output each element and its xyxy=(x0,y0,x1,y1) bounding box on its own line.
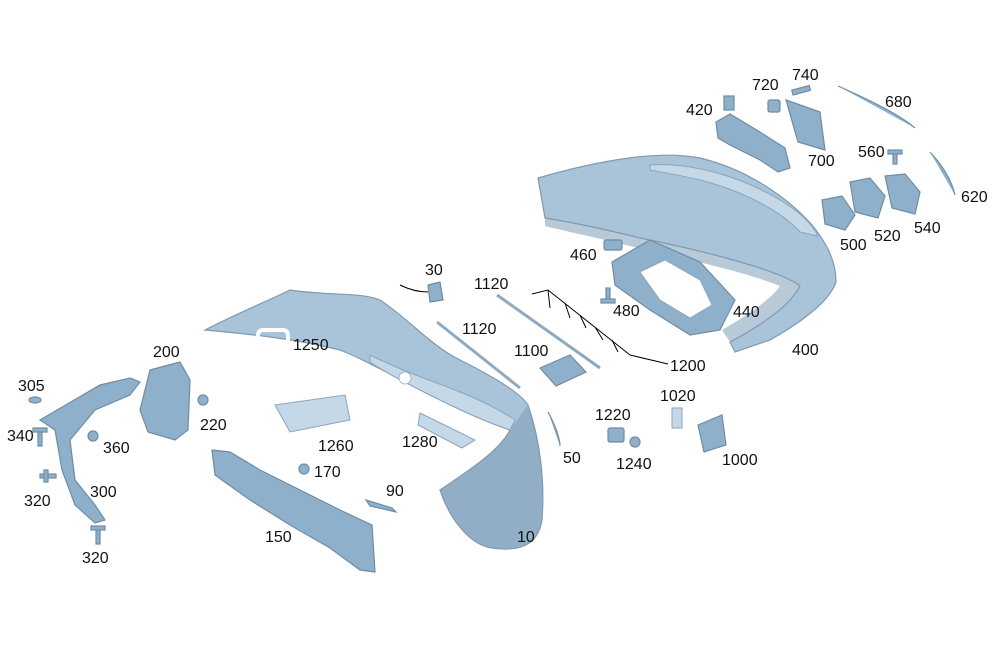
part-1120-wire-a xyxy=(496,293,601,370)
part-150-impact-absorber xyxy=(211,449,376,573)
callout-50: 50 xyxy=(563,450,581,467)
part-700-grille xyxy=(785,99,826,151)
callout-305: 305 xyxy=(18,378,45,395)
callout-560: 560 xyxy=(858,144,885,161)
callout-360: 360 xyxy=(103,440,130,457)
callout-1250: 1250 xyxy=(293,337,329,354)
part-480-stud xyxy=(600,287,616,304)
part-220-nut xyxy=(197,394,209,406)
callout-10: 10 xyxy=(517,529,535,546)
callout-740: 740 xyxy=(792,67,819,84)
callout-320-a: 320 xyxy=(24,493,51,510)
part-1000-bracket xyxy=(697,414,727,453)
callout-340: 340 xyxy=(7,428,34,445)
part-420-bracket xyxy=(715,95,791,173)
callout-720: 720 xyxy=(752,77,779,94)
callout-300: 300 xyxy=(90,484,117,501)
part-170-nut xyxy=(298,463,310,475)
callout-1000: 1000 xyxy=(722,452,758,469)
callout-320-b: 320 xyxy=(82,550,109,567)
part-1240-ring xyxy=(629,436,641,448)
callout-540: 540 xyxy=(914,220,941,237)
part-460-clip xyxy=(603,239,623,251)
callout-400: 400 xyxy=(792,342,819,359)
part-320-rivet-a xyxy=(39,469,57,483)
callout-1200: 1200 xyxy=(670,358,706,375)
callout-1240: 1240 xyxy=(616,456,652,473)
callout-1100: 1100 xyxy=(514,343,549,360)
part-400-bumper-cover-upper xyxy=(537,154,837,353)
callout-220: 220 xyxy=(200,417,227,434)
leader-1200 xyxy=(629,354,669,365)
part-300-side-bracket xyxy=(38,377,141,524)
part-320-rivet-b xyxy=(90,525,106,545)
callout-1120-b: 1120 xyxy=(462,321,497,338)
part-1280-reflector xyxy=(417,412,477,449)
part-1020-cover xyxy=(671,407,683,429)
callout-700: 700 xyxy=(808,153,835,170)
callout-420: 420 xyxy=(686,102,713,119)
part-440-inner-bracket xyxy=(611,239,736,336)
part-1200-wiring-harness xyxy=(531,289,631,356)
label-box-1250 xyxy=(256,328,290,380)
part-1260-reflector xyxy=(274,394,351,433)
callout-500: 500 xyxy=(840,237,867,254)
callout-1260: 1260 xyxy=(318,438,354,455)
callout-620: 620 xyxy=(961,189,988,206)
callout-1120-a: 1120 xyxy=(474,276,509,293)
part-10-bumper-cover-lower xyxy=(202,289,544,550)
part-1120-wire-b xyxy=(436,320,521,390)
callout-520: 520 xyxy=(874,228,901,245)
callout-1280: 1280 xyxy=(402,434,438,451)
part-540-bracket xyxy=(884,173,921,215)
part-500-bracket xyxy=(821,195,856,231)
callout-1220: 1220 xyxy=(595,407,631,424)
callout-1020: 1020 xyxy=(660,388,696,405)
callout-480: 480 xyxy=(613,303,640,320)
callout-440: 440 xyxy=(733,304,760,321)
part-560-screw xyxy=(887,149,903,165)
part-305-clip xyxy=(28,396,42,404)
callout-150: 150 xyxy=(265,529,292,546)
part-200-bracket xyxy=(139,361,191,441)
part-720-clip xyxy=(767,99,781,113)
callout-170: 170 xyxy=(314,464,341,481)
part-1100-control-unit xyxy=(539,354,588,387)
part-340-screw xyxy=(32,427,48,447)
part-90-trim xyxy=(364,498,398,514)
part-740-screw xyxy=(791,84,812,96)
callout-680: 680 xyxy=(885,94,912,111)
part-680-trim-strip xyxy=(837,85,916,129)
part-30-sensor xyxy=(399,281,444,303)
callout-200: 200 xyxy=(153,344,180,361)
part-1220-sensor xyxy=(607,427,625,443)
part-50-trim xyxy=(547,411,561,447)
part-520-bracket xyxy=(849,177,886,219)
callout-460: 460 xyxy=(570,247,597,264)
part-620-trim-strip xyxy=(929,151,956,196)
callout-90: 90 xyxy=(386,483,404,500)
part-360-nut xyxy=(87,430,99,442)
callout-30: 30 xyxy=(425,262,443,279)
